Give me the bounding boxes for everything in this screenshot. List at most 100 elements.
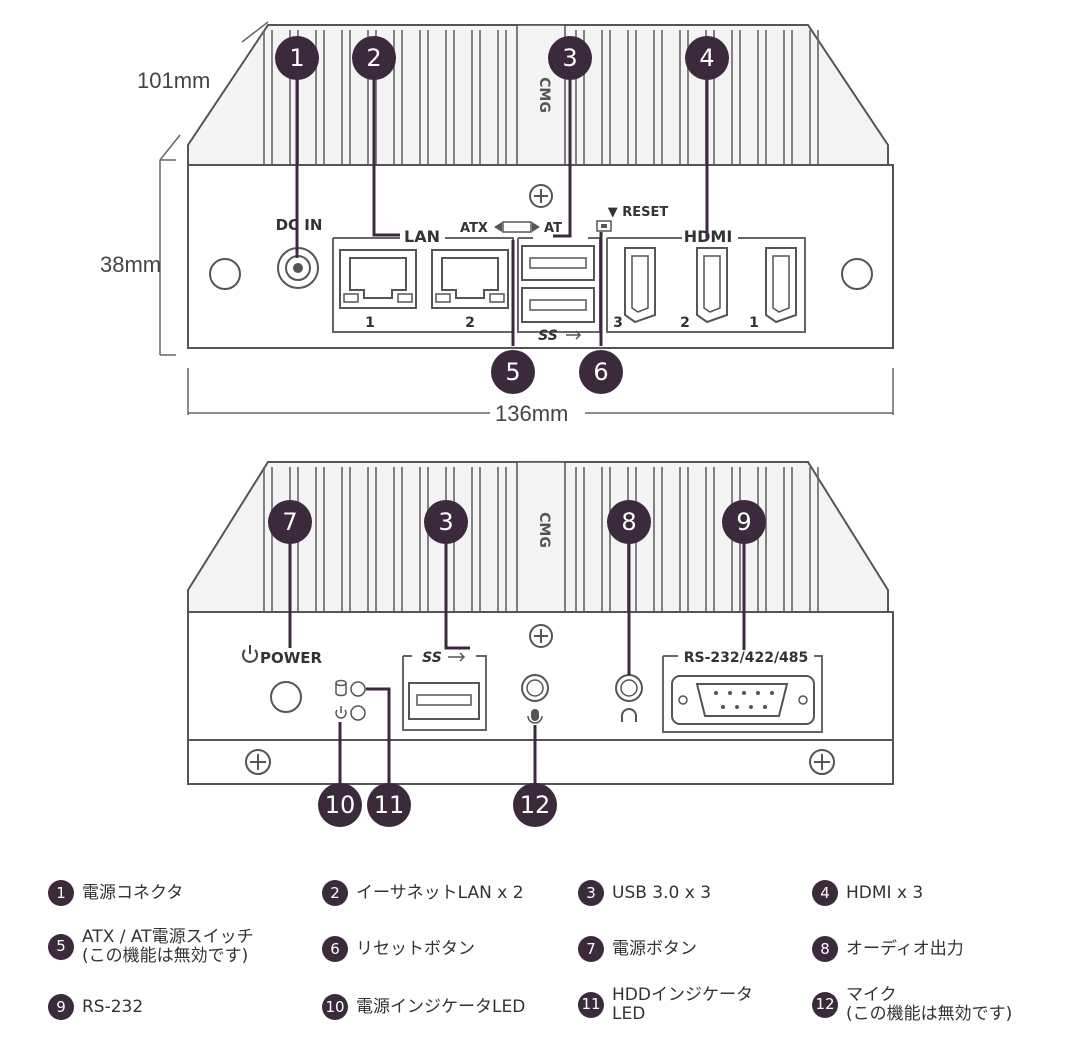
lan-port-1-label: 1: [365, 315, 375, 331]
screw-icon: [809, 749, 835, 775]
legend-item: 5 ATX / AT電源スイッチ (この機能は無効です): [48, 928, 254, 965]
usb-icon: [448, 652, 466, 662]
legend-badge: 9: [48, 994, 74, 1020]
power-label: POWER: [260, 649, 323, 667]
legend-text: HDDインジケータ LED: [612, 985, 753, 1024]
legend: 1 電源コネクタ 2 イーサネットLAN x 2 3 USB 3.0 x 3 4…: [0, 860, 1080, 1050]
svg-text:3: 3: [438, 508, 453, 536]
svg-text:9: 9: [736, 508, 751, 536]
atx-at-switch: [502, 221, 532, 233]
usb-bracket: [402, 655, 487, 731]
legend-text: HDMI x 3: [846, 882, 924, 903]
hdmi-1-label: 1: [749, 315, 759, 331]
hdmi-2-label: 2: [680, 315, 690, 331]
depth-label: 101mm: [137, 68, 210, 93]
svg-text:11: 11: [374, 791, 405, 819]
superspeed-label: SS: [538, 328, 558, 344]
legend-text: RS-232: [82, 996, 144, 1017]
superspeed-label: SS: [422, 650, 442, 666]
mic-jack: [521, 674, 549, 702]
legend-badge: 12: [812, 991, 838, 1018]
hdmi-bracket: [606, 237, 806, 333]
lan-label: LAN: [404, 227, 440, 246]
hdmi-port-3: [624, 247, 656, 324]
hdd-led: [350, 681, 366, 697]
legend-item: 12 マイク (この機能は無効です): [812, 986, 1012, 1023]
brand-strip: [516, 461, 566, 613]
legend-text: ATX / AT電源スイッチ (この機能は無効です): [82, 927, 254, 966]
brand-logo: CMG: [536, 77, 552, 113]
legend-text: マイク (この機能は無効です): [846, 985, 1013, 1024]
legend-text: 電源ボタン: [612, 938, 697, 959]
legend-item: 7 電源ボタン: [578, 936, 697, 962]
reset-label: ▼ RESET: [608, 205, 669, 220]
callout-3-rear: 3: [424, 500, 468, 544]
legend-item: 11 HDDインジケータ LED: [578, 986, 753, 1023]
rear-view: CMG POWER: [187, 461, 894, 827]
svg-text:3: 3: [562, 44, 577, 72]
legend-item: 6 リセットボタン: [322, 936, 475, 962]
hdmi-port-2: [696, 247, 728, 324]
usb-port: [408, 682, 480, 720]
power-led: [350, 705, 366, 721]
svg-text:6: 6: [593, 358, 608, 386]
callout-1: 1: [275, 36, 319, 80]
legend-badge: 11: [578, 991, 604, 1018]
reset-button: [596, 220, 612, 232]
legend-item: 8 オーディオ出力: [812, 936, 964, 962]
callout-12: 12: [513, 783, 557, 827]
callout-11: 11: [367, 783, 411, 827]
legend-badge: 3: [578, 880, 604, 906]
rs-label: RS-232/422/485: [684, 650, 809, 666]
svg-text:4: 4: [699, 44, 714, 72]
callout-8: 8: [607, 500, 651, 544]
legend-text: USB 3.0 x 3: [612, 882, 712, 903]
usb-port: [521, 287, 595, 323]
legend-item: 1 電源コネクタ: [48, 880, 183, 906]
microphone-icon: [527, 709, 543, 724]
height-label: 38mm: [100, 252, 161, 277]
at-label: AT: [544, 221, 562, 236]
callout-7: 7: [268, 500, 312, 544]
legend-text: オーディオ出力: [846, 938, 964, 959]
callout-2: 2: [352, 36, 396, 80]
legend-item: 3 USB 3.0 x 3: [578, 880, 711, 906]
mount-hole-icon: [209, 258, 241, 290]
legend-text: イーサネットLAN x 2: [356, 882, 524, 903]
svg-text:1: 1: [289, 44, 304, 72]
hdmi-port-1: [765, 247, 797, 324]
legend-badge: 2: [322, 880, 348, 906]
legend-badge: 4: [812, 880, 838, 906]
hdd-icon: [335, 679, 347, 697]
svg-text:8: 8: [621, 508, 636, 536]
callout-6: 6: [579, 350, 623, 394]
power-icon: [242, 645, 258, 663]
width-label: 136mm: [495, 401, 568, 426]
depth-dim-line: [241, 21, 269, 43]
screw-icon: [529, 184, 553, 208]
mount-hole-icon: [841, 258, 873, 290]
callout-3: 3: [548, 36, 592, 80]
svg-text:5: 5: [505, 358, 520, 386]
legend-item: 4 HDMI x 3: [812, 880, 923, 906]
device-diagram: 101mm 38mm 136mm CMG DC IN LAN: [100, 21, 894, 827]
callout-9: 9: [722, 500, 766, 544]
legend-text: 電源インジケータLED: [356, 996, 526, 1017]
legend-item: 2 イーサネットLAN x 2: [322, 880, 524, 906]
svg-text:10: 10: [325, 791, 356, 819]
lan-port-2: [431, 249, 509, 309]
atx-label: ATX: [460, 221, 488, 236]
legend-badge: 8: [812, 936, 838, 962]
lan-port-1: [339, 249, 417, 309]
legend-badge: 10: [322, 994, 348, 1020]
lan-port-2-label: 2: [465, 315, 475, 331]
front-view: 101mm 38mm 136mm CMG DC IN LAN: [100, 21, 894, 426]
usb-icon: [566, 330, 582, 340]
screw-icon: [245, 749, 271, 775]
legend-badge: 7: [578, 936, 604, 962]
legend-text: 電源コネクタ: [82, 882, 184, 903]
headphone-icon: [621, 708, 637, 722]
callout-10: 10: [318, 783, 362, 827]
svg-text:12: 12: [520, 791, 551, 819]
legend-badge: 1: [48, 880, 74, 906]
